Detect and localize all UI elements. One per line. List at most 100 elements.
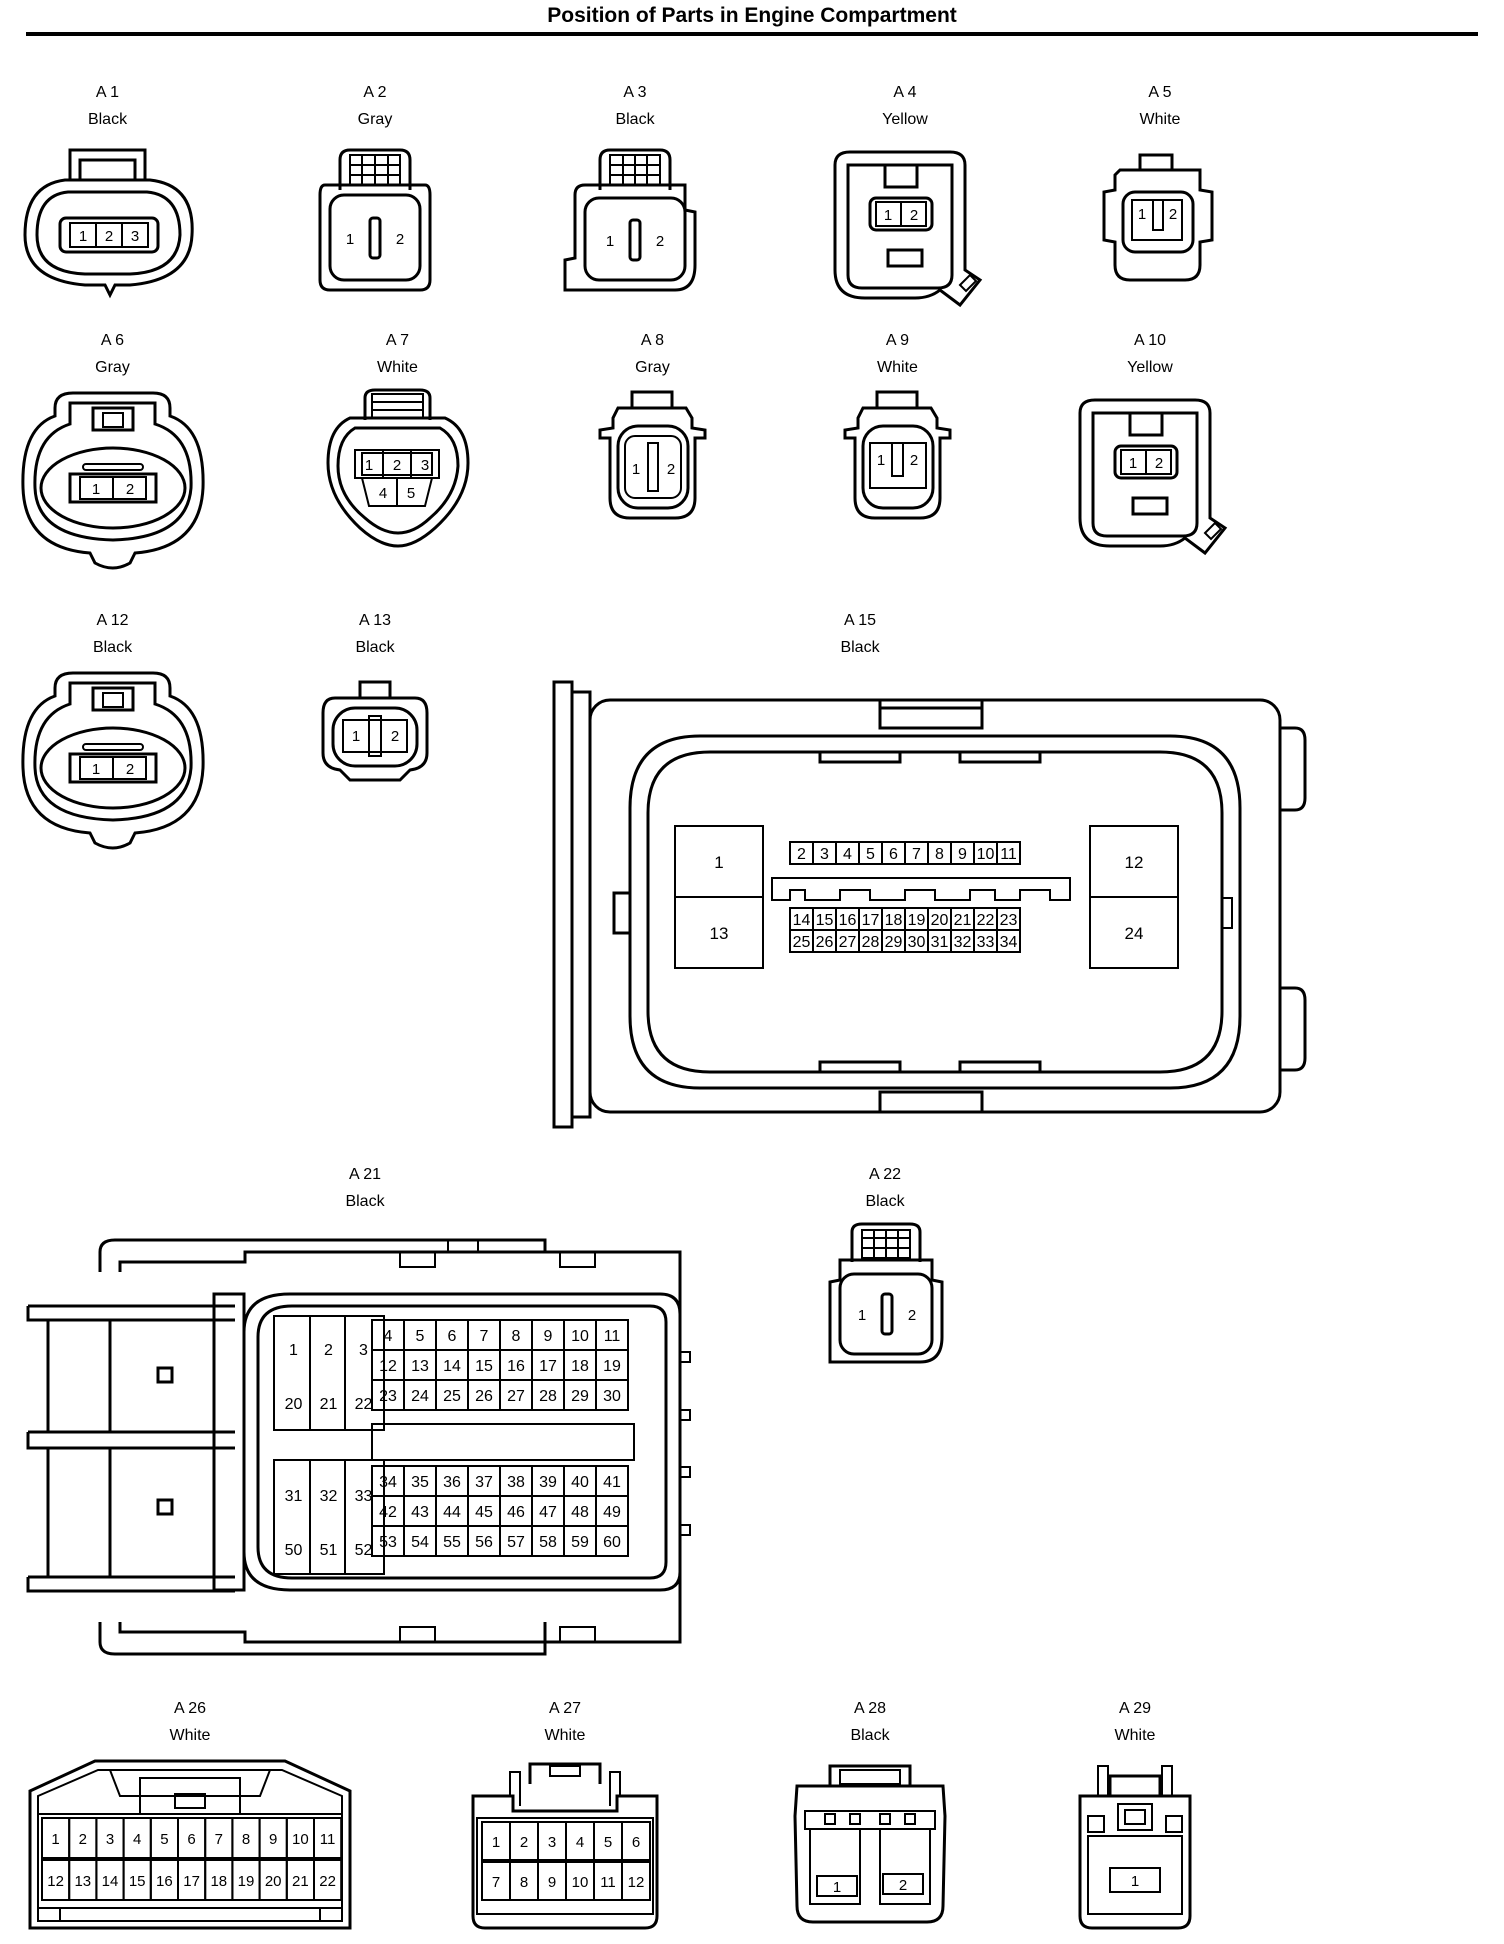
pin-a21-57: 57 (507, 1534, 525, 1551)
connector-a13-shape: 1 2 (321, 680, 429, 782)
pin-a21-32: 32 (320, 1488, 338, 1505)
pin-a21-2: 2 (324, 1342, 333, 1359)
connector-a29-color: White (1114, 1727, 1156, 1744)
pin-a21-39: 39 (539, 1474, 557, 1491)
pin-a21-29: 29 (571, 1388, 589, 1405)
connector-a9: A 9 White 1 2 (825, 332, 970, 552)
connector-a22-color: Black (865, 1193, 905, 1210)
pin-a1-3: 3 (131, 228, 139, 245)
connector-a10-shape: 1 2 (1078, 398, 1228, 556)
pin-a15-20: 20 (931, 912, 949, 929)
pin-a15-33: 33 (977, 934, 995, 951)
a26-pin-cell (313, 1859, 343, 1901)
connector-a6-shape: 1 2 (21, 391, 205, 570)
connector-a2: A 2 Gray 1 2 (300, 84, 450, 304)
pin-a26-12: 12 (47, 1873, 64, 1890)
connector-a8-color: Gray (635, 359, 670, 376)
pin-a21-31: 31 (285, 1488, 303, 1505)
pin-a26-4: 4 (133, 1831, 141, 1848)
connector-a4: A 4 Yellow 1 2 (820, 84, 990, 308)
pin-a21-17: 17 (539, 1358, 557, 1375)
pin-a21-14: 14 (443, 1358, 461, 1375)
connector-a6: A 6 Gray 1 2 (15, 332, 210, 572)
pin-a15-19: 19 (908, 912, 926, 929)
pin-a26-17: 17 (183, 1873, 200, 1890)
pin-a15-4: 4 (843, 846, 852, 863)
pin-a26-7: 7 (215, 1831, 223, 1848)
pin-a27-10: 10 (572, 1874, 589, 1891)
pin-a21-21: 21 (320, 1396, 338, 1413)
connector-a29: A 29 White 1 (1070, 1700, 1200, 1940)
pin-a15-21: 21 (954, 912, 972, 929)
pin-a26-1: 1 (51, 1831, 59, 1848)
connector-a12-shape: 1 2 (21, 671, 205, 850)
pin-a12-2: 2 (126, 761, 134, 778)
pin-a21-37: 37 (475, 1474, 493, 1491)
pin-a21-4: 4 (384, 1328, 393, 1345)
connector-a7: A 7 White 1 2 3 4 5 (320, 332, 475, 572)
pin-a10-1: 1 (1129, 455, 1137, 472)
pin-a28-2: 2 (899, 1877, 907, 1894)
pin-a21-10: 10 (571, 1328, 589, 1345)
pin-a21-16: 16 (507, 1358, 525, 1375)
connector-a3: A 3 Black 1 2 (555, 84, 715, 304)
a21-pin-cell (595, 1525, 629, 1557)
pin-a15-23: 23 (1000, 912, 1018, 929)
a21-left-block (273, 1315, 385, 1431)
connector-a21-id: A 21 (348, 1166, 382, 1183)
connector-a28-color: Black (850, 1727, 890, 1744)
a26-pin-cell (313, 1817, 343, 1859)
pin-a12-1: 1 (92, 761, 100, 778)
connector-a3-id: A 3 (623, 84, 647, 101)
pin-a21-51: 51 (320, 1542, 338, 1559)
pin-a7-4: 4 (379, 485, 387, 502)
connector-a9-id: A 9 (885, 332, 910, 349)
connector-a27-id: A 27 (548, 1700, 582, 1717)
pin-a21-59: 59 (571, 1534, 589, 1551)
pin-a15-18: 18 (885, 912, 903, 929)
a15-pin-cell (996, 841, 1021, 865)
pin-a26-6: 6 (187, 1831, 195, 1848)
pin-a22-2: 2 (908, 1307, 916, 1324)
pin-a21-52: 52 (355, 1542, 373, 1559)
pin-a21-42: 42 (379, 1504, 397, 1521)
pin-a15-1: 1 (714, 853, 723, 872)
connector-a12: A 12 Black 1 2 (15, 612, 210, 852)
connector-a13-color: Black (355, 639, 395, 656)
pin-a26-21: 21 (292, 1873, 309, 1890)
pin-a6-1: 1 (92, 481, 100, 498)
pin-a15-16: 16 (839, 912, 857, 929)
connector-a8-shape: 1 2 (598, 390, 707, 520)
pin-a15-30: 30 (908, 934, 926, 951)
pin-a28-1: 1 (833, 1879, 841, 1896)
pin-a27-12: 12 (628, 1874, 645, 1891)
pin-a21-6: 6 (448, 1328, 457, 1345)
connector-a15-id: A 15 (843, 612, 877, 629)
connector-a5-shape: 1 2 (1102, 153, 1214, 282)
pin-a26-8: 8 (242, 1831, 250, 1848)
pin-a21-5: 5 (416, 1328, 425, 1345)
pin-a21-15: 15 (475, 1358, 493, 1375)
connector-a3-shape: 1 2 (563, 148, 697, 292)
connector-a29-id: A 29 (1118, 1700, 1152, 1717)
pin-a3-2: 2 (656, 233, 664, 250)
pin-a15-2: 2 (797, 846, 806, 863)
a21-pin-cell (595, 1379, 629, 1411)
pin-a26-14: 14 (102, 1873, 119, 1890)
pin-a26-15: 15 (129, 1873, 146, 1890)
connector-a2-shape: 1 2 (318, 148, 432, 292)
pin-a7-3: 3 (421, 457, 429, 474)
pin-a26-20: 20 (265, 1873, 282, 1890)
connector-a26-id: A 26 (173, 1700, 207, 1717)
pin-a21-23: 23 (379, 1388, 397, 1405)
pin-a21-40: 40 (571, 1474, 589, 1491)
pin-a29-1: 1 (1131, 1873, 1139, 1890)
pin-a5-2: 2 (1169, 206, 1177, 223)
pin-a21-19: 19 (603, 1358, 621, 1375)
connector-a26-color: White (169, 1727, 211, 1744)
